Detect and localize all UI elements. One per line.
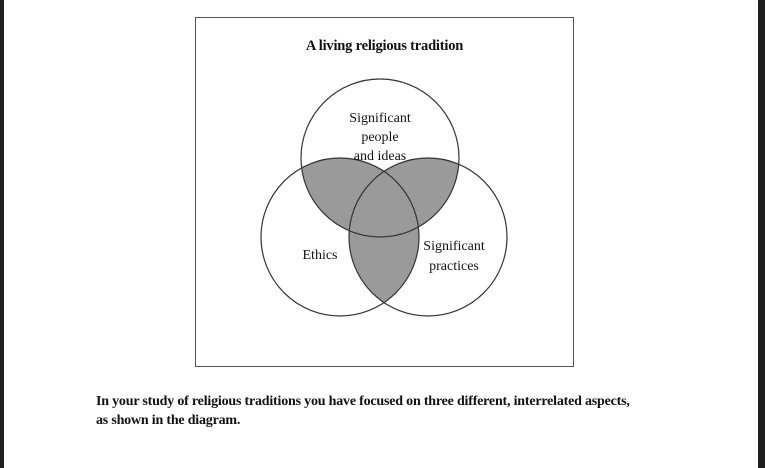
diagram-frame: A living religious tradition Significant…: [195, 17, 574, 367]
label-top-line3: and ideas: [354, 149, 406, 164]
diagram-title: A living religious tradition: [305, 38, 464, 54]
circle-significant-practices: [348, 157, 508, 317]
circle-ethics: [260, 157, 420, 317]
caption-line-1: In your study of religious traditions yo…: [96, 394, 630, 409]
label-right-line1: Significant: [423, 239, 485, 254]
caption: In your study of religious traditions yo…: [96, 392, 736, 430]
venn-diagram: Significant people and ideas Ethics Sign…: [260, 78, 508, 317]
label-top-line1: Significant: [349, 111, 411, 126]
label-right-line2: practices: [429, 259, 479, 274]
left-edge-bar: [0, 0, 4, 468]
label-left-line1: Ethics: [303, 248, 338, 263]
caption-line-2: as shown in the diagram.: [96, 413, 241, 428]
overlap-left-right: [349, 158, 419, 316]
right-edge-bar: [758, 0, 765, 468]
circle-significant-people-and-ideas: [300, 78, 460, 238]
label-top-line2: people: [361, 130, 398, 145]
